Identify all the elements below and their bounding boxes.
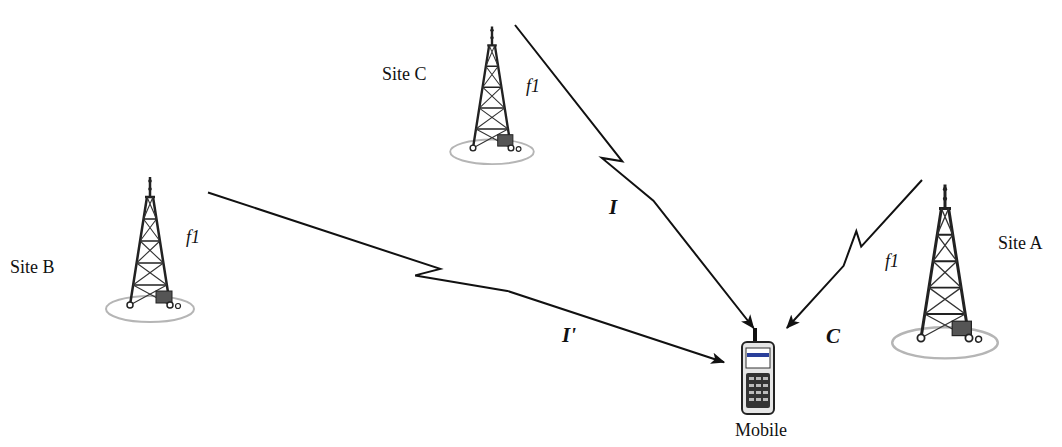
signal-label: I' (560, 323, 578, 347)
tower-site-a (892, 184, 998, 358)
frequency-label: f1 (526, 75, 540, 97)
radio-link (515, 25, 754, 328)
radio-link (208, 193, 724, 363)
site-tower: Site B f1 (8, 178, 208, 323)
site-name: Site C (382, 63, 427, 85)
tower-site-c (450, 26, 534, 164)
device-name: Mobile (724, 419, 798, 441)
tower-site-b (106, 177, 194, 322)
site-tower: Site C f1 (378, 25, 543, 167)
signal-label: I (607, 195, 619, 219)
mobile-station: Mobile (724, 328, 798, 442)
site-tower: Site A f1 (880, 180, 1055, 358)
signal-label: C (824, 324, 842, 348)
site-name: Site A (998, 232, 1043, 254)
mobile-phone (742, 328, 774, 414)
radio-link (787, 180, 922, 328)
site-name: Site B (10, 256, 55, 278)
frequency-label: f1 (885, 250, 899, 272)
frequency-label: f1 (186, 226, 200, 248)
